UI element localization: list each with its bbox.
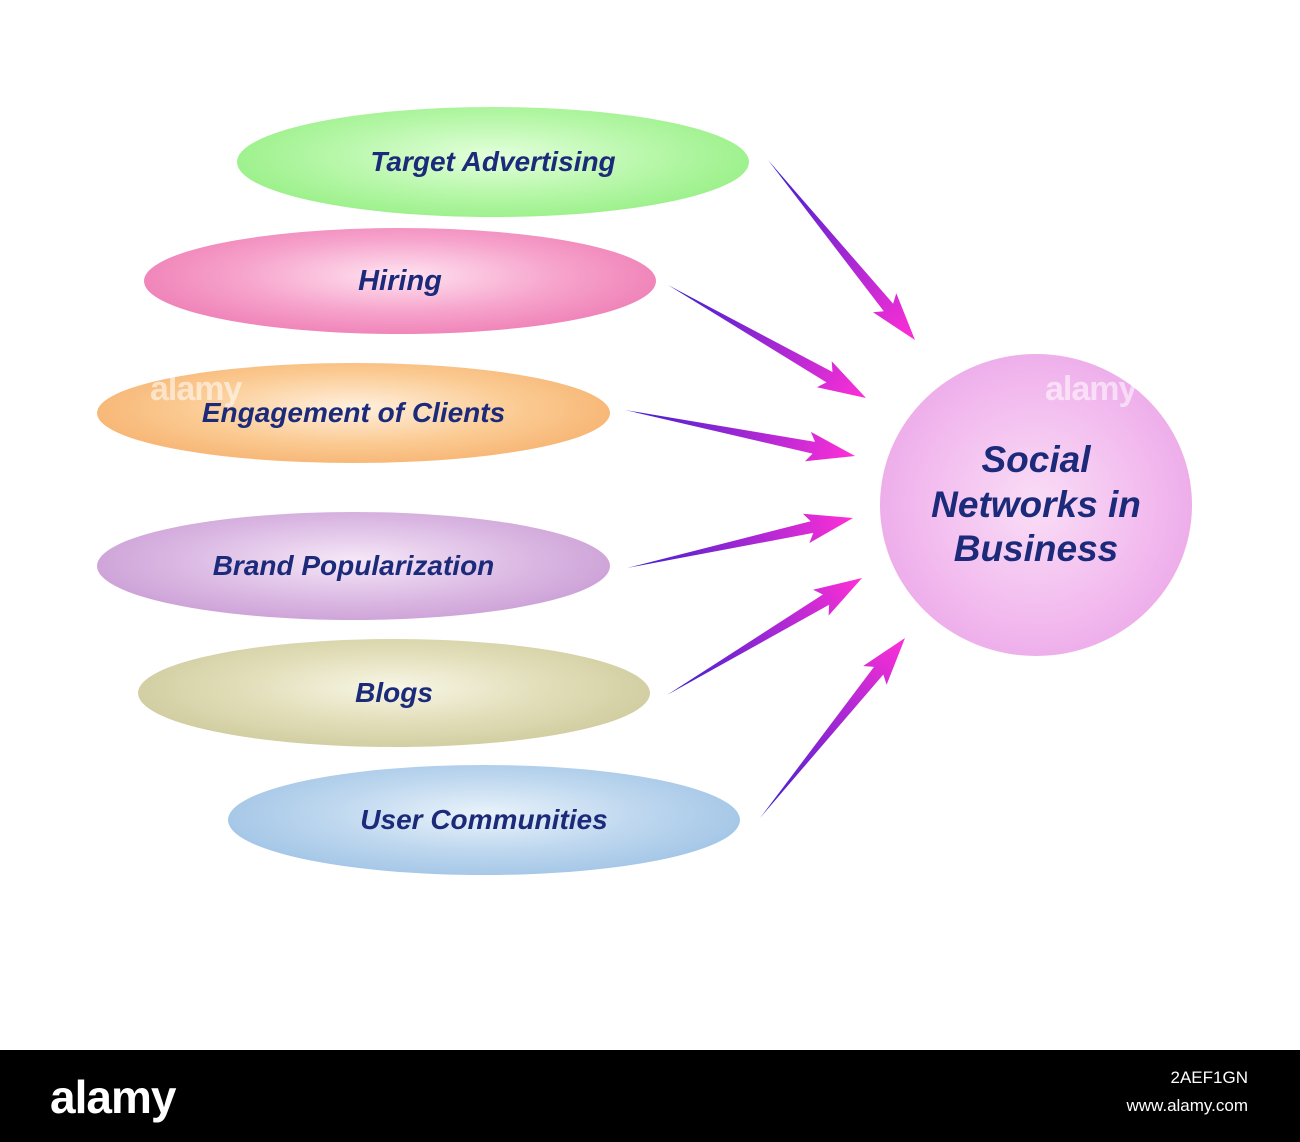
arrow-1 [768, 160, 915, 340]
item-label: User Communities [360, 804, 608, 835]
diagram-canvas: Target Advertising Hiring Engagement of … [97, 107, 1192, 875]
image-id: 2AEF1GN [1170, 1068, 1248, 1087]
item-label: Blogs [355, 677, 433, 708]
center-title-line-3: Business [953, 528, 1119, 570]
oval-blogs: Blogs [138, 639, 650, 747]
item-label: Brand Popularization [212, 550, 495, 581]
arrow-2 [668, 285, 866, 398]
center-circle: Social Networks in Business [880, 354, 1192, 656]
oval-user-communities: User Communities [228, 765, 740, 875]
center-title-line-1: Social [981, 439, 1091, 481]
oval-target-advertising: Target Advertising [237, 107, 749, 217]
watermark-right: alamy [1045, 370, 1137, 408]
oval-hiring: Hiring [144, 228, 656, 334]
arrow-3 [625, 410, 855, 462]
alamy-logo: alamy [50, 1071, 176, 1123]
watermark-left: alamy [150, 370, 242, 408]
footer-bar: alamy 2AEF1GN www.alamy.com [0, 1050, 1300, 1142]
item-label: Engagement of Clients [201, 397, 506, 428]
center-title-line-2: Networks in [931, 483, 1141, 525]
arrow-5 [667, 578, 862, 695]
item-label: Target Advertising [370, 146, 616, 177]
site-url: www.alamy.com [1126, 1096, 1248, 1115]
arrow-4 [627, 513, 853, 568]
oval-engagement-of-clients: Engagement of Clients [97, 363, 610, 463]
arrows-layer [625, 160, 915, 818]
oval-brand-popularization: Brand Popularization [97, 512, 610, 620]
arrow-6 [760, 638, 905, 818]
item-label: Hiring [358, 264, 442, 297]
